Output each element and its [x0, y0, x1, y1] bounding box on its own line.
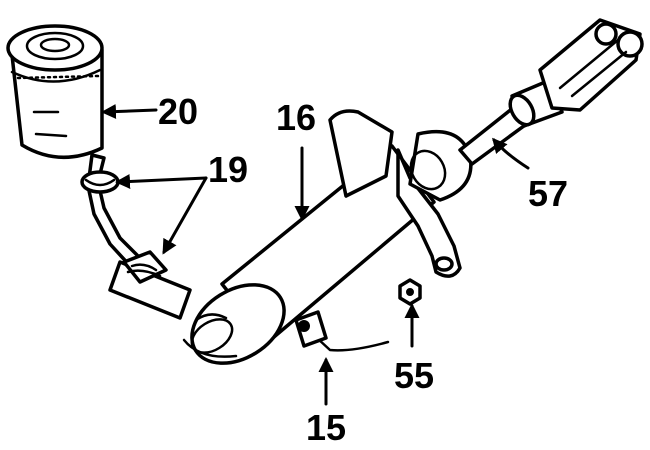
- fluid-reservoir: [6, 24, 104, 159]
- master-cylinder-body: [182, 144, 436, 365]
- clevis-fork: [538, 18, 644, 112]
- callout-19: 19: [208, 149, 248, 190]
- leader-57: [492, 137, 530, 170]
- callout-55: 55: [394, 355, 434, 396]
- leader-19-upper: [115, 173, 208, 189]
- hose-clamp-lower: [122, 250, 168, 284]
- callout-20: 20: [158, 91, 198, 132]
- callout-16: 16: [276, 97, 316, 138]
- mounting-flange: [328, 109, 473, 278]
- callout-57: 57: [528, 173, 568, 214]
- leader-19-lower: [162, 176, 208, 255]
- mounting-nut: [398, 278, 422, 306]
- hose-clamp-upper: [80, 170, 120, 194]
- hydraulic-pipe: [294, 310, 390, 352]
- callout-15: 15: [306, 407, 346, 448]
- leader-20: [101, 104, 158, 120]
